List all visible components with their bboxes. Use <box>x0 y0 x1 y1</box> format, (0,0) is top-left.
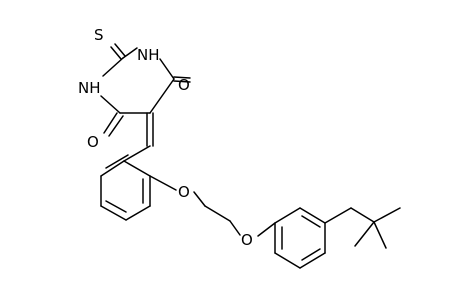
bond <box>173 76 191 79</box>
atom-label-ether-oxygen-aryl: O <box>178 183 190 201</box>
bond <box>301 215 321 228</box>
bond <box>100 160 125 177</box>
atom-label-carbonyl-oxygen-left: O <box>87 133 99 151</box>
bond <box>100 205 127 221</box>
bond <box>159 58 175 80</box>
atom-label-nh-left: NH <box>78 79 101 97</box>
bond <box>110 46 122 60</box>
atom-label-carbonyl-oxygen-right: O <box>178 76 190 94</box>
bond <box>301 248 321 261</box>
bond <box>105 154 129 169</box>
bond <box>122 47 138 59</box>
bond <box>204 205 231 222</box>
bond <box>274 252 301 269</box>
bond <box>105 200 127 213</box>
bond <box>123 160 151 177</box>
atom-label-ether-oxygen-phenoxy: O <box>241 231 253 249</box>
bond <box>354 221 375 247</box>
bond <box>125 205 151 221</box>
bond <box>299 207 326 224</box>
bond <box>373 221 387 249</box>
bond <box>350 207 375 223</box>
bond <box>123 145 151 162</box>
bond <box>193 191 206 207</box>
bond <box>373 207 401 223</box>
bond <box>114 43 126 57</box>
bond <box>229 220 241 236</box>
bond <box>324 207 352 224</box>
bond <box>108 115 124 137</box>
bond <box>100 95 121 114</box>
bond <box>149 175 177 191</box>
bond <box>299 252 326 269</box>
bond <box>257 222 276 237</box>
bond <box>274 207 301 224</box>
bond <box>173 80 191 83</box>
atom-label-sulfur: S <box>94 26 104 44</box>
bond <box>102 57 124 77</box>
bond <box>149 78 175 114</box>
bond <box>103 112 118 134</box>
atom-label-nh-top: NH <box>137 46 160 64</box>
